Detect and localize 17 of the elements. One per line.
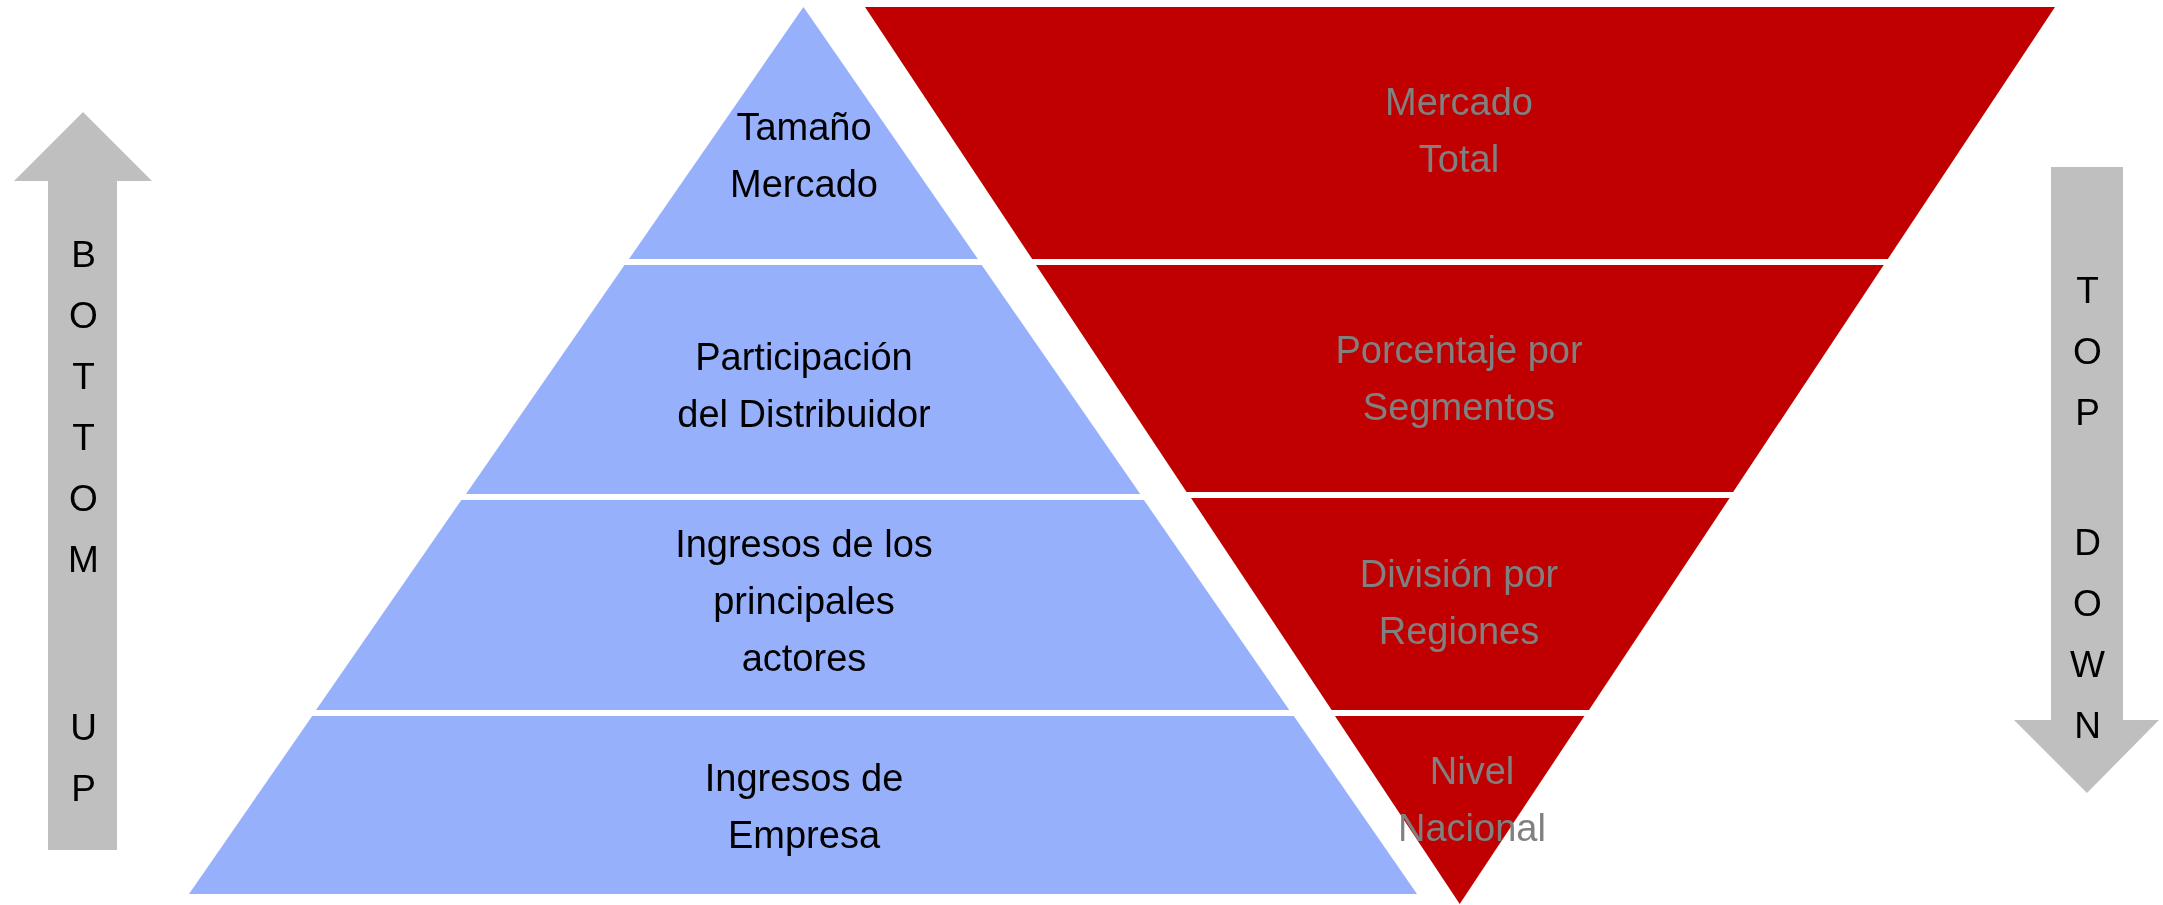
arrow-label: DOWN xyxy=(2069,521,2106,748)
level-label: Participación del Distribuidor xyxy=(676,335,932,437)
funnel-level xyxy=(1036,265,1884,492)
level-label: División por Regiones xyxy=(1358,552,1560,654)
level-label: Ingresos de los principales actores xyxy=(674,521,934,681)
level-label: Ingresos de Empresa xyxy=(703,756,905,858)
funnel-level xyxy=(1190,498,1730,710)
level-label: Mercado Total xyxy=(1384,80,1534,182)
pyramid-level xyxy=(465,265,1141,494)
arrow-label: BOTTOM xyxy=(67,233,100,582)
level-label: Porcentaje por Segmentos xyxy=(1334,328,1584,430)
arrow-label: TOP xyxy=(2072,269,2103,435)
funnel-level xyxy=(1335,716,1585,904)
arrow-label: UP xyxy=(69,706,98,811)
pyramid-level xyxy=(316,500,1290,710)
pyramid-level xyxy=(628,7,978,259)
level-label: Tamaño Mercado xyxy=(729,105,879,207)
